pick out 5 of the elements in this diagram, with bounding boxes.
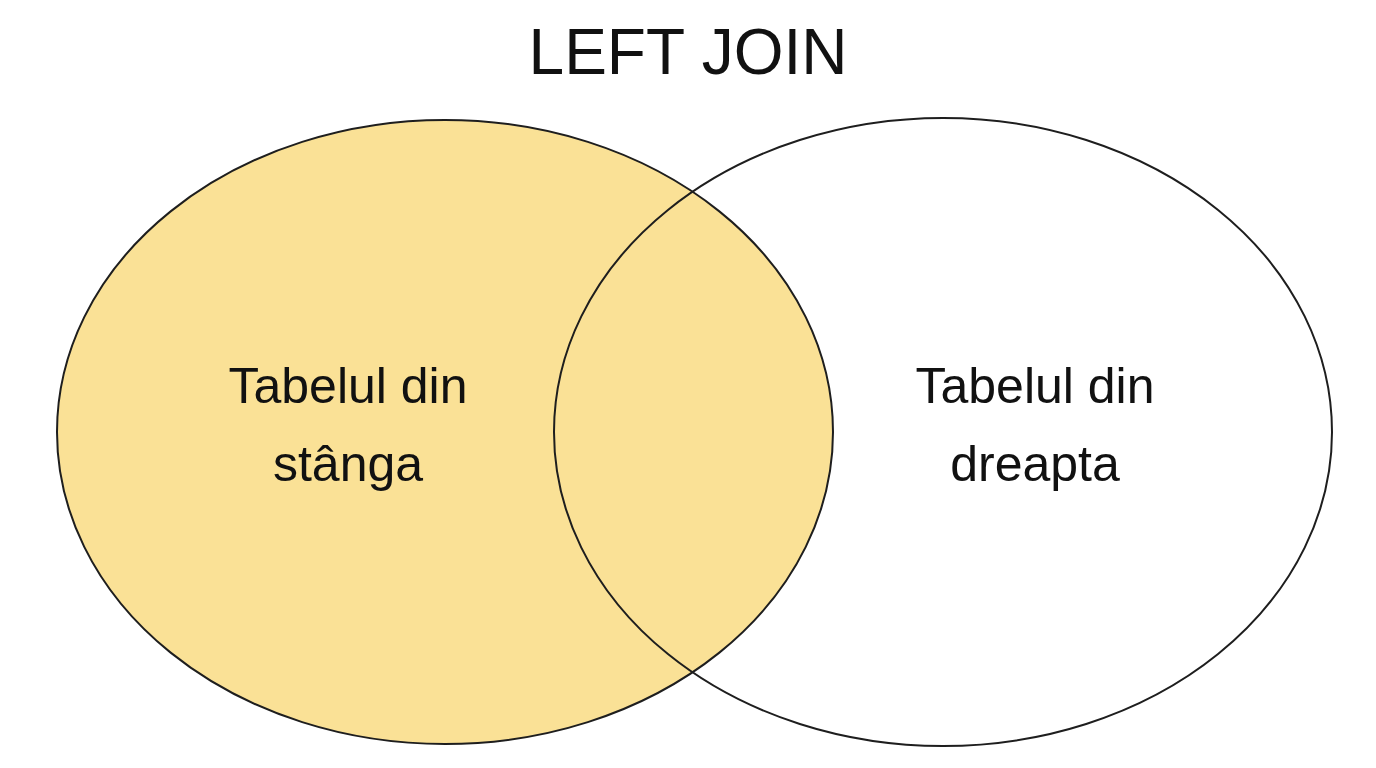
set-ellipse (56, 119, 834, 745)
set-label: Tabelul din stânga (227, 357, 469, 494)
set-label: Tabelul din dreapta (914, 357, 1156, 494)
diagram-title: LEFT JOIN (528, 15, 848, 90)
set-ellipse (553, 117, 1333, 747)
